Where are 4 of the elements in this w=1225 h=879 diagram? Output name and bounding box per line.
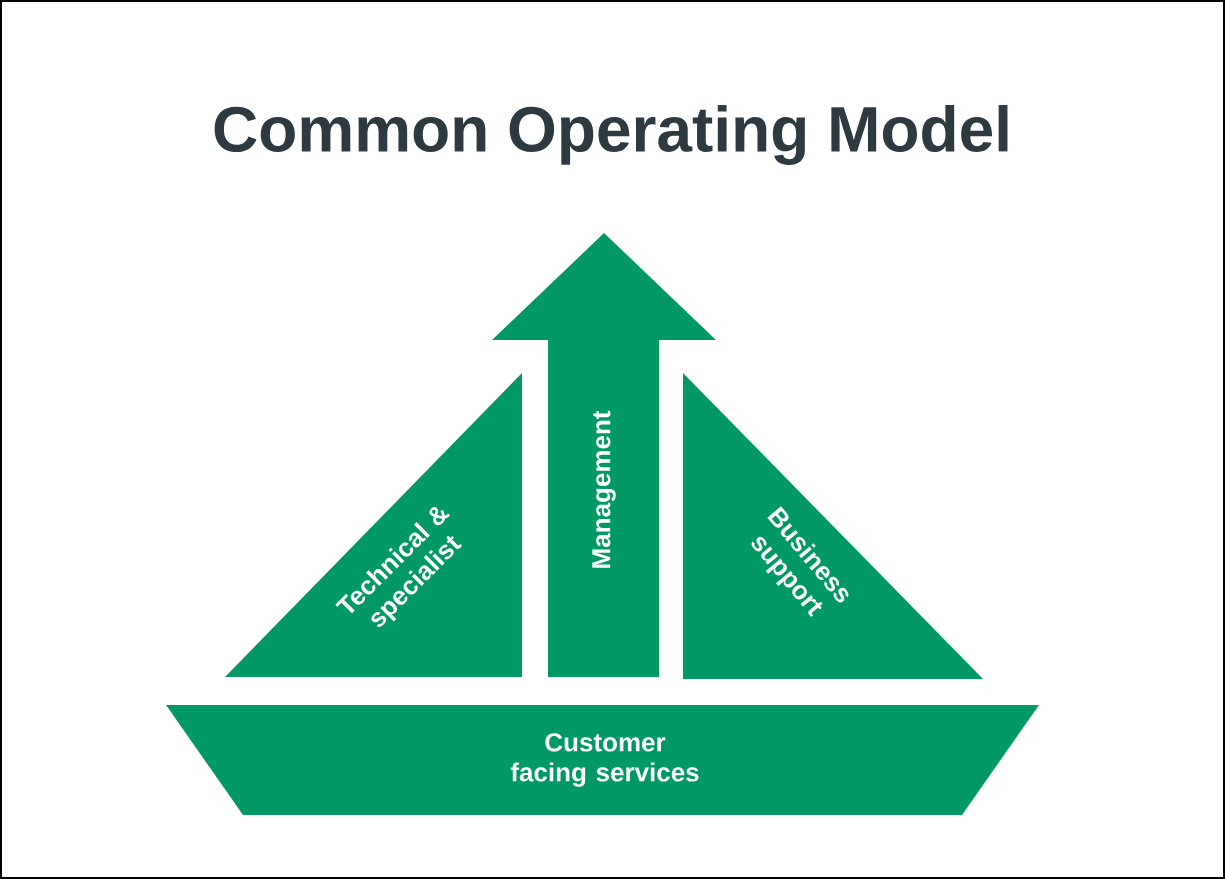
trapezoid-panel: Customer facing services [166,705,1039,815]
title: Common Operating Model [214,105,1008,165]
arrow-panel: Management [492,233,716,677]
node-label: Management [592,410,616,568]
